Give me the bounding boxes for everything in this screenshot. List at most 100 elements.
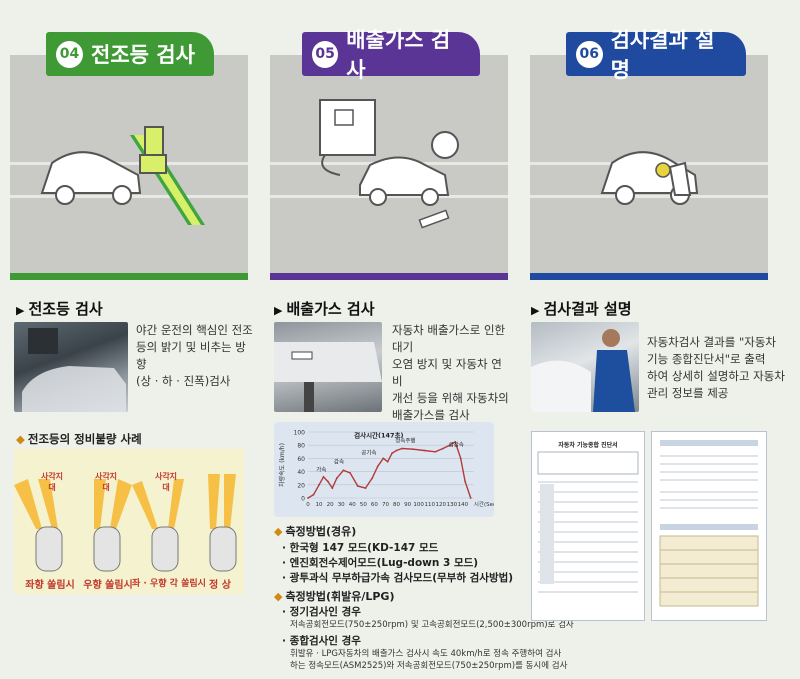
data-point — [464, 480, 467, 483]
data-point — [448, 444, 451, 447]
diamond-icon: ◆ — [274, 590, 283, 603]
diagnosis-report-doc: 자동차 기능종합 진단서 — [531, 431, 645, 621]
case-label: 정 상 — [209, 580, 231, 591]
method1-item: · 엔진회전수제어모드(Lug-down 3 모드) — [282, 557, 479, 569]
x-tick-label: 120 — [436, 502, 447, 508]
x-tick-label: 100 — [413, 502, 424, 508]
data-point — [335, 477, 338, 480]
inspector-photo-shape — [531, 329, 635, 412]
y-tick-label: 60 — [297, 456, 305, 463]
car-headlight-tester-icon — [40, 126, 205, 225]
desc-line: 자동차 배출가스로 인한 대기 — [392, 323, 506, 354]
triangle-right-icon: ▶ — [274, 304, 283, 317]
result-section-title: ▶검사결과 설명 — [531, 298, 632, 319]
x-tick-label: 20 — [327, 502, 334, 508]
method1-heading: ◆측정방법(경유) — [274, 523, 356, 539]
data-point — [434, 450, 437, 453]
chart-annotation: 가속 — [316, 466, 326, 474]
method-title-text: 측정방법(휘발유/LPG) — [285, 590, 395, 603]
desc-line: 등의 밝기 및 비추는 방향 — [136, 340, 246, 371]
data-point — [342, 469, 345, 472]
data-point — [469, 497, 472, 499]
method2-item-title: · 종합검사인 경우 — [282, 635, 361, 647]
desc-line: 배출가스를 검사 — [392, 408, 470, 422]
result-explanation-photo — [531, 322, 639, 412]
data-point — [364, 487, 367, 489]
step-badge-05: 05 배출가스 검사 — [302, 28, 480, 82]
y-tick-label: 40 — [297, 469, 305, 476]
x-tick-label: 110 — [424, 502, 435, 508]
case-label: 좌향 쏠림시 — [25, 580, 75, 591]
data-point — [395, 449, 398, 452]
x-axis-label: 시간(Sec) — [474, 500, 494, 508]
panel-bottom-bar — [270, 273, 508, 280]
triangle-right-icon: ▶ — [16, 304, 25, 317]
emission-illustration — [270, 55, 508, 280]
section-title-text: 배출가스 검사 — [286, 300, 375, 318]
chart-annotation: 감속 — [334, 458, 344, 466]
x-tick-label: 90 — [404, 502, 411, 508]
data-point — [423, 449, 426, 452]
car-emission-analyzer-icon — [319, 99, 459, 229]
diagnosis-report-page2 — [651, 431, 767, 621]
road-line — [270, 195, 508, 198]
doc-title: 자동차 기능종합 진단서 — [558, 442, 618, 449]
chart-annotation: 정속주행 — [395, 437, 415, 445]
data-point — [412, 448, 415, 451]
diamond-icon: ◆ — [274, 525, 283, 538]
step-badge-04: 04 전조등 검사 — [46, 32, 214, 76]
car-inspector-icon — [600, 151, 699, 205]
step-title: 검사결과 설명 — [610, 28, 715, 82]
chart-annotation: 급감속 — [449, 441, 464, 449]
panel-bottom-bar — [10, 273, 248, 280]
x-tick-label: 30 — [338, 502, 345, 508]
x-tick-label: 80 — [393, 502, 400, 508]
data-point — [349, 472, 351, 474]
data-point — [331, 487, 334, 489]
method1-item: · 광투과식 무부하급가속 검사모드(무부하 검사방법) — [282, 572, 514, 584]
y-tick-label: 80 — [297, 443, 305, 450]
result-desc: 자동차검사 결과를 "자동차 기능 종합진단서"로 출력 하여 상세히 설명하고… — [647, 334, 797, 402]
doc-body-lines — [659, 440, 759, 607]
x-tick-label: 50 — [360, 502, 367, 508]
beam-cars-svg — [14, 474, 237, 572]
x-tick-label: 40 — [349, 502, 356, 508]
emission-section-title: ▶배출가스 검사 — [274, 298, 375, 319]
headlight-illustration — [10, 55, 248, 280]
data-point — [312, 493, 315, 496]
data-point — [376, 465, 379, 468]
step-title: 전조등 검사 — [91, 43, 195, 67]
result-illustration — [530, 55, 768, 280]
data-point — [382, 457, 385, 460]
headlight-desc: 야간 운전의 핵심인 전조 등의 밝기 및 비추는 방향 (상 · 하 · 진폭… — [136, 322, 256, 390]
data-point — [459, 457, 462, 460]
data-point — [307, 497, 309, 499]
x-tick-label: 130 — [447, 502, 458, 508]
method1-item: · 한국형 147 모드(KD-147 모드 — [282, 542, 439, 554]
desc-line: 기능 종합진단서"로 출력 — [647, 352, 766, 366]
x-tick-label: 0 — [306, 502, 310, 508]
road-line — [530, 195, 768, 198]
y-axis-label: 차량속도 (km/h) — [278, 443, 286, 487]
diamond-icon: ◆ — [16, 432, 25, 446]
x-tick-label: 60 — [371, 502, 378, 508]
method2-item-text: 하는 정속모드(ASM2525)와 저속공회전모드(750±250rpm)를 동… — [290, 661, 568, 671]
data-point — [318, 483, 320, 486]
x-tick-label: 10 — [316, 502, 323, 508]
blind-spot-label: 사각지대 — [40, 472, 64, 492]
method-title-text: 측정방법(경유) — [285, 525, 357, 538]
section-title-text: 전조등 검사 — [28, 300, 103, 318]
data-point — [356, 485, 359, 488]
data-point — [322, 475, 325, 478]
data-point — [327, 480, 329, 483]
road-line — [10, 162, 248, 165]
desc-line: 개선 등을 위해 자동차의 — [392, 391, 509, 405]
data-point — [401, 447, 403, 450]
blind-spot-label: 사각지대 — [94, 472, 118, 492]
data-point — [386, 460, 389, 463]
method2-item-title: · 정기검사인 경우 — [282, 606, 361, 618]
defects-title-text: 전조등의 정비불량 사례 — [27, 432, 142, 446]
x-tick-label: 70 — [382, 502, 389, 508]
